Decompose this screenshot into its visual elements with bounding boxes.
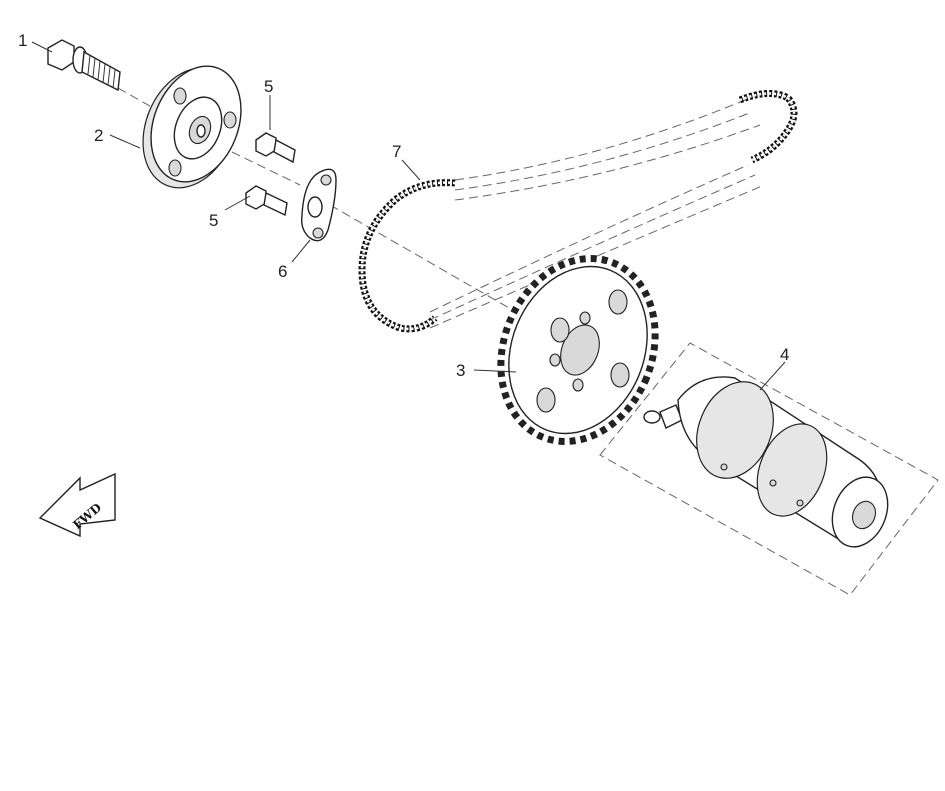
bolt-part-1 bbox=[47, 39, 121, 92]
callout-5-lower: 5 bbox=[209, 211, 218, 230]
callout-3: 3 bbox=[456, 361, 465, 380]
timing-chain-part-7 bbox=[358, 90, 798, 333]
plate-part-2 bbox=[142, 65, 242, 189]
callout-7: 7 bbox=[392, 142, 401, 161]
chain-ghost-lines bbox=[429, 99, 763, 329]
callout-5-upper: 5 bbox=[264, 77, 273, 96]
lock-plate-part-6 bbox=[300, 168, 337, 242]
callout-leaders bbox=[31, 41, 786, 391]
forward-direction-arrow: FWD bbox=[38, 472, 116, 538]
camshaft-part-4 bbox=[599, 342, 939, 596]
callout-6: 6 bbox=[278, 262, 287, 281]
callout-1: 1 bbox=[18, 31, 27, 50]
callout-4: 4 bbox=[780, 345, 789, 364]
callout-2: 2 bbox=[94, 126, 103, 145]
bolt-part-5-lower bbox=[245, 185, 288, 217]
bolt-part-5-upper bbox=[255, 132, 296, 164]
sprocket-part-3 bbox=[497, 255, 659, 445]
